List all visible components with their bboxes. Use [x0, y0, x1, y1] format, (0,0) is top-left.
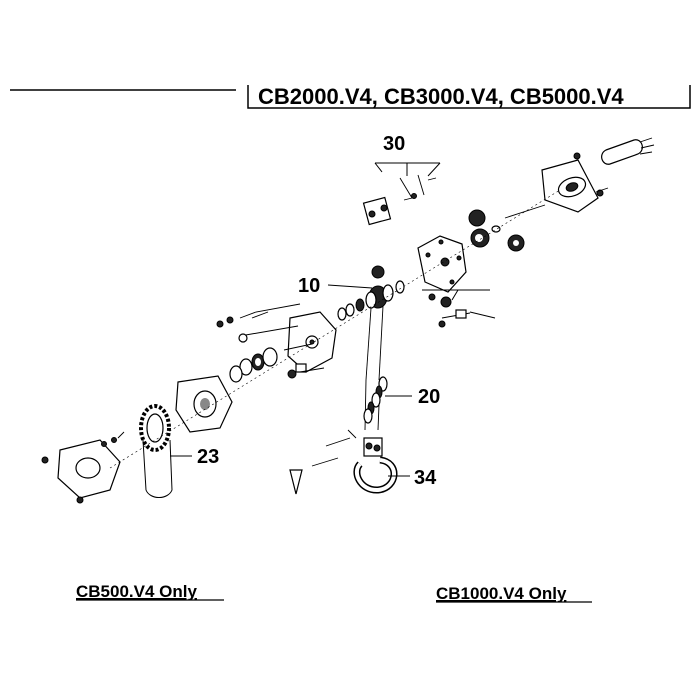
- load-chain: [363, 305, 412, 431]
- top-hook-assembly: [353, 162, 441, 226]
- note-cb500: CB500.V4 Only: [76, 582, 197, 601]
- hand-wheel-and-chain: [139, 404, 192, 498]
- callout-10: 10: [298, 275, 320, 297]
- note-cb1000: CB1000.V4 Only: [436, 584, 567, 603]
- callout-20: 20: [418, 386, 440, 408]
- friction-discs: [229, 333, 278, 383]
- model-title-box: [247, 85, 691, 109]
- callout-23: 23: [197, 446, 219, 468]
- load-sheave: [327, 265, 405, 321]
- callout-34: 34: [414, 467, 437, 489]
- brake-cover-assembly: [541, 137, 655, 213]
- model-title: CB2000.V4, CB3000.V4, CB5000.V4: [258, 84, 624, 109]
- gear-train: [468, 204, 546, 252]
- pawl-parts: [422, 289, 496, 328]
- brake-plate: [216, 303, 337, 379]
- hand-wheel-cover: [175, 375, 233, 433]
- assembly-axis: [109, 189, 561, 469]
- callout-30: 30: [383, 133, 405, 155]
- left-end-cover: [41, 431, 125, 504]
- bottom-hook-assembly: [289, 429, 410, 495]
- gear-side-plate: [417, 235, 467, 293]
